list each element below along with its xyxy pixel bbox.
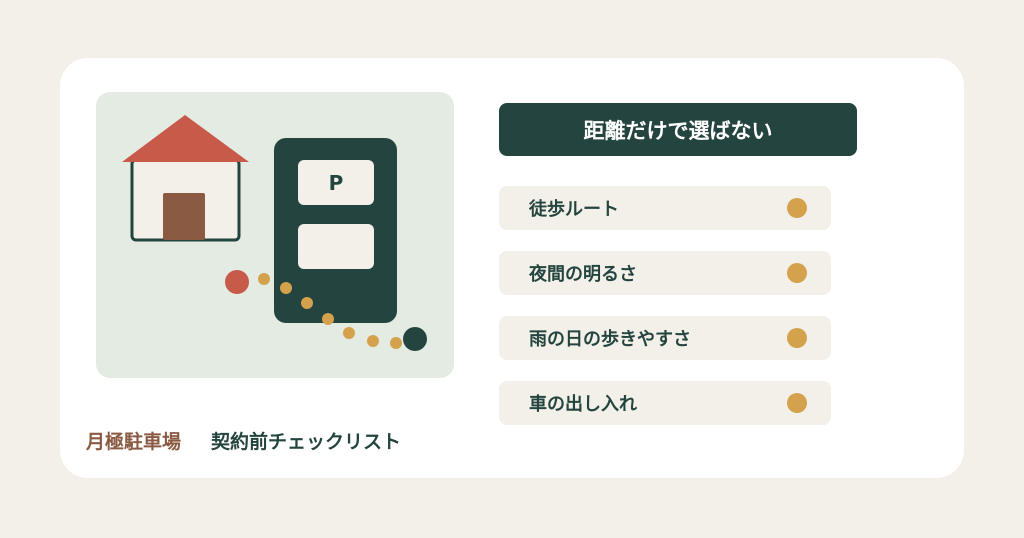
bullet-dot-icon	[787, 198, 807, 218]
checklist-item-label: 夜間の明るさ	[529, 264, 637, 285]
checklist-item: 雨の日の歩きやすさ	[499, 316, 831, 360]
parking-lot-icon: P	[274, 138, 397, 323]
parking-sign-label: P	[329, 171, 344, 195]
checklist-item: 夜間の明るさ	[499, 251, 831, 295]
checklist-item: 車の出し入れ	[499, 381, 831, 425]
checklist-item-label: 雨の日の歩きやすさ	[529, 329, 691, 350]
illustration-panel: P	[96, 92, 454, 378]
checklist-item-label: 徒歩ルート	[529, 199, 619, 220]
checklist-heading: 距離だけで選ばない	[499, 103, 857, 156]
caption-title: 契約前チェックリスト	[211, 430, 402, 453]
caption: 月極駐車場 契約前チェックリスト	[86, 426, 401, 454]
checklist-item-label: 車の出し入れ	[529, 394, 637, 415]
bullet-dot-icon	[787, 393, 807, 413]
checklist-item: 徒歩ルート	[499, 186, 831, 230]
bullet-dot-icon	[787, 263, 807, 283]
caption-category: 月極駐車場	[86, 430, 182, 453]
start-point	[225, 270, 249, 294]
end-point	[403, 327, 427, 351]
bullet-dot-icon	[787, 328, 807, 348]
house-to-parking-illustration: P	[122, 115, 427, 351]
route-path-icon	[225, 270, 427, 351]
house-icon	[122, 115, 249, 242]
